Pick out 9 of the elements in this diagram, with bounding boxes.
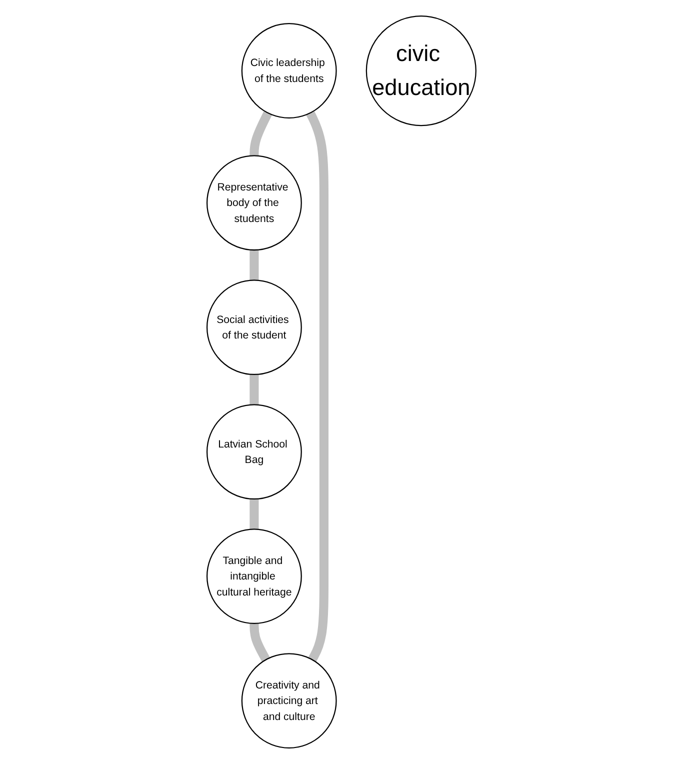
node-circle: Latvian School Bag bbox=[206, 404, 302, 500]
node-circle: civic education bbox=[365, 15, 476, 126]
node-circle: Creativity and practicing art and culture bbox=[240, 653, 336, 749]
node-circle: Representative body of the students bbox=[206, 155, 302, 251]
connector bbox=[306, 110, 328, 662]
connector bbox=[249, 110, 272, 158]
node-circle: Social activities of the student bbox=[206, 280, 302, 376]
node-circle: Civic leadership of the students bbox=[240, 23, 336, 118]
node-circle: Tangible and intangible cultural heritage bbox=[206, 528, 302, 624]
